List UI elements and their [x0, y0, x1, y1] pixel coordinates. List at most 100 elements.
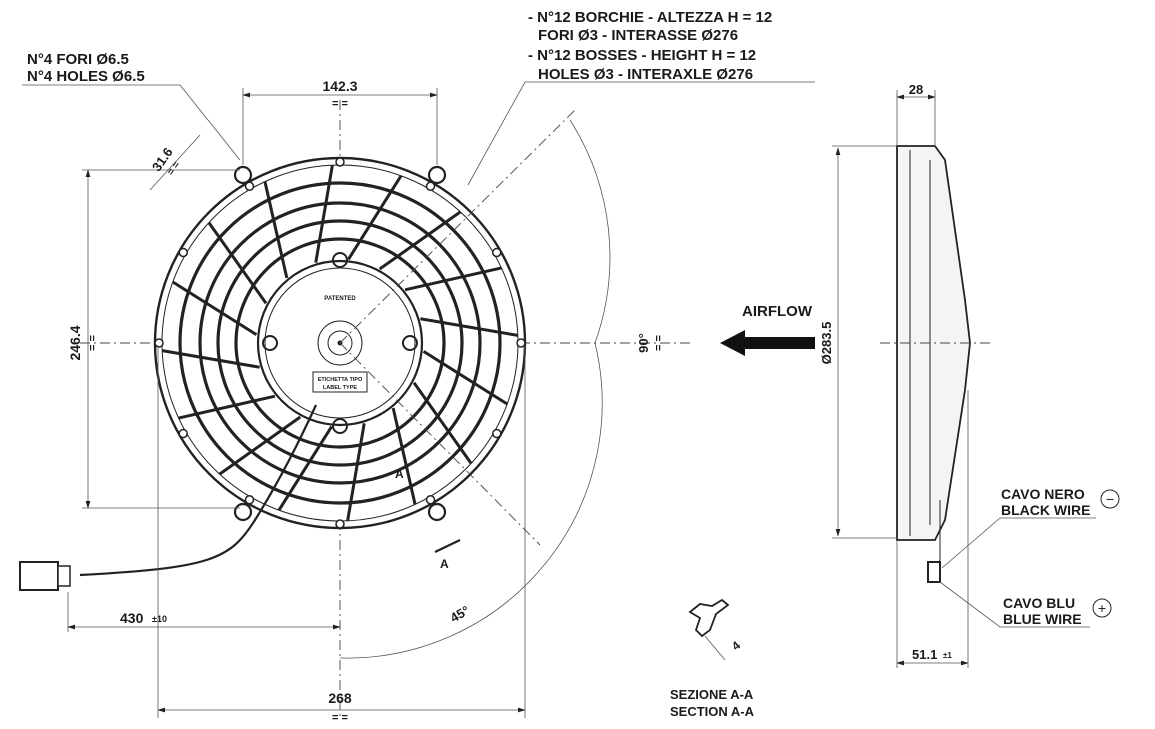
- grille-spoke: [277, 425, 333, 512]
- motor-hub: [256, 259, 424, 427]
- grille-spoke: [347, 174, 403, 261]
- blue-wire-label-en: BLUE WIRE: [1003, 611, 1082, 627]
- mounting-hole: [233, 165, 253, 185]
- angle-90: 90°: [636, 333, 651, 353]
- black-wire-label-it: CAVO NERO: [1001, 486, 1085, 502]
- black-wire-label-en: BLACK WIRE: [1001, 502, 1090, 518]
- grille-spoke: [422, 350, 509, 406]
- bosses-note-en-2: HOLES Ø3 - INTERAXLE Ø276: [538, 66, 753, 83]
- front-dimensions: 142.3 = = 246.4 = = 31.6 = = 268 = = 430…: [67, 78, 665, 724]
- dim-268: 268: [328, 690, 352, 706]
- mounting-boss: [244, 181, 255, 191]
- mounting-boss: [178, 428, 188, 439]
- dim-142: 142.3: [322, 78, 357, 94]
- dim-51-1: 51.1: [912, 647, 937, 662]
- dim-28: 28: [909, 82, 923, 97]
- bosses-note-it-1: - N°12 BORCHIE - ALTEZZA H = 12: [528, 9, 772, 26]
- grille-spoke: [171, 280, 258, 336]
- grille-ring: [178, 181, 502, 505]
- section-title-it: SEZIONE A-A: [670, 687, 754, 702]
- dim-430: 430: [120, 610, 144, 626]
- motor-shaft-cap: [317, 320, 363, 366]
- equal-mark: = =: [332, 712, 348, 724]
- angle-ray: [339, 342, 541, 546]
- dim-283-5: Ø283.5: [819, 322, 834, 365]
- dim-430-tol: ±10: [152, 614, 167, 624]
- grille-spoke: [404, 266, 502, 292]
- motor-shaft: [327, 330, 353, 356]
- black-wire-leader: [941, 517, 1096, 569]
- dim-4: 4: [729, 638, 743, 653]
- motor-hub-inner: [264, 267, 416, 419]
- plus-icon: [1092, 598, 1112, 618]
- mounting-boss: [335, 157, 345, 167]
- grille-ring-highlight: [220, 223, 460, 463]
- section-title-en: SECTION A-A: [670, 704, 755, 719]
- grille-spoke: [412, 381, 473, 465]
- grille-spoke: [314, 164, 334, 263]
- grille-spoke: [218, 415, 302, 476]
- section-cut-mark: [434, 539, 461, 553]
- blue-wire-label-it: CAVO BLU: [1003, 595, 1075, 611]
- dim-31-6-line: [149, 134, 201, 191]
- mounting-boss: [492, 247, 502, 258]
- mounting-boss: [154, 338, 164, 348]
- fan-side-view: 28 Ø283.5 51.1 ±1 CAVO NERO BLACK WIRE −…: [819, 82, 1120, 668]
- mounting-boss: [516, 338, 526, 348]
- holes-note-en: N°4 HOLES Ø6.5: [27, 68, 145, 85]
- mounting-boss: [425, 495, 436, 505]
- mounting-hole: [233, 502, 253, 522]
- mounting-boss: [425, 181, 436, 191]
- label-type-it: ETICHETTA TIPO: [318, 377, 363, 383]
- grille-spoke: [378, 210, 462, 271]
- section-marker-bottom: A: [440, 557, 449, 571]
- grille-ring: [198, 201, 482, 485]
- bosses-leader: [467, 81, 815, 186]
- angle-arc: [339, 119, 611, 659]
- grille-ring-highlight: [182, 185, 498, 501]
- grille-ring: [234, 237, 446, 449]
- section-a-a: 4 SEZIONE A-A SECTION A-A: [670, 598, 755, 719]
- patented-text: PATENTED: [324, 296, 356, 302]
- connector: [19, 561, 59, 591]
- hub-screw: [402, 335, 418, 351]
- equal-mark: = =: [87, 335, 99, 351]
- label-type-box: [312, 371, 368, 393]
- equal-mark: = =: [332, 98, 348, 110]
- holes-note-it: N°4 FORI Ø6.5: [27, 51, 129, 68]
- grille-spoke: [391, 407, 417, 505]
- grille-spoke: [346, 423, 366, 522]
- mounting-boss: [244, 495, 255, 505]
- grille-ring: [216, 219, 464, 467]
- blue-wire-leader: [939, 581, 1090, 628]
- fan-cable: [79, 404, 318, 577]
- grille-spoke: [178, 394, 276, 420]
- label-type-en: LABEL TYPE: [323, 385, 357, 391]
- airflow-arrow-icon: [720, 330, 815, 356]
- minus-sign: −: [1106, 491, 1114, 507]
- plus-sign: +: [1098, 600, 1106, 616]
- airflow-label: AIRFLOW: [742, 303, 813, 320]
- grille-spoke: [263, 181, 289, 279]
- bosses-note-en-1: - N°12 BOSSES - HEIGHT H = 12: [528, 47, 756, 64]
- side-connector: [927, 561, 941, 583]
- airflow-indicator: AIRFLOW: [720, 303, 815, 356]
- side-profile: [896, 145, 971, 541]
- angle-ray: [339, 109, 576, 344]
- mounting-boss: [178, 247, 188, 258]
- mounting-boss: [492, 428, 502, 439]
- holes-leader: [22, 84, 241, 161]
- grille-spoke: [161, 349, 260, 369]
- dim-246: 246.4: [67, 325, 83, 360]
- grille-spoke: [207, 221, 268, 305]
- connector-body: [57, 565, 71, 587]
- angle-45: 45°: [447, 603, 472, 626]
- notes: N°4 FORI Ø6.5 N°4 HOLES Ø6.5 - N°12 BORC…: [22, 9, 815, 186]
- section-marker-top: A: [395, 467, 404, 481]
- dim-51-tol: ±1: [943, 651, 952, 660]
- hub-screw: [262, 335, 278, 351]
- mounting-hole: [427, 502, 447, 522]
- mounting-hole: [427, 165, 447, 185]
- grille-ring-highlight: [202, 205, 478, 481]
